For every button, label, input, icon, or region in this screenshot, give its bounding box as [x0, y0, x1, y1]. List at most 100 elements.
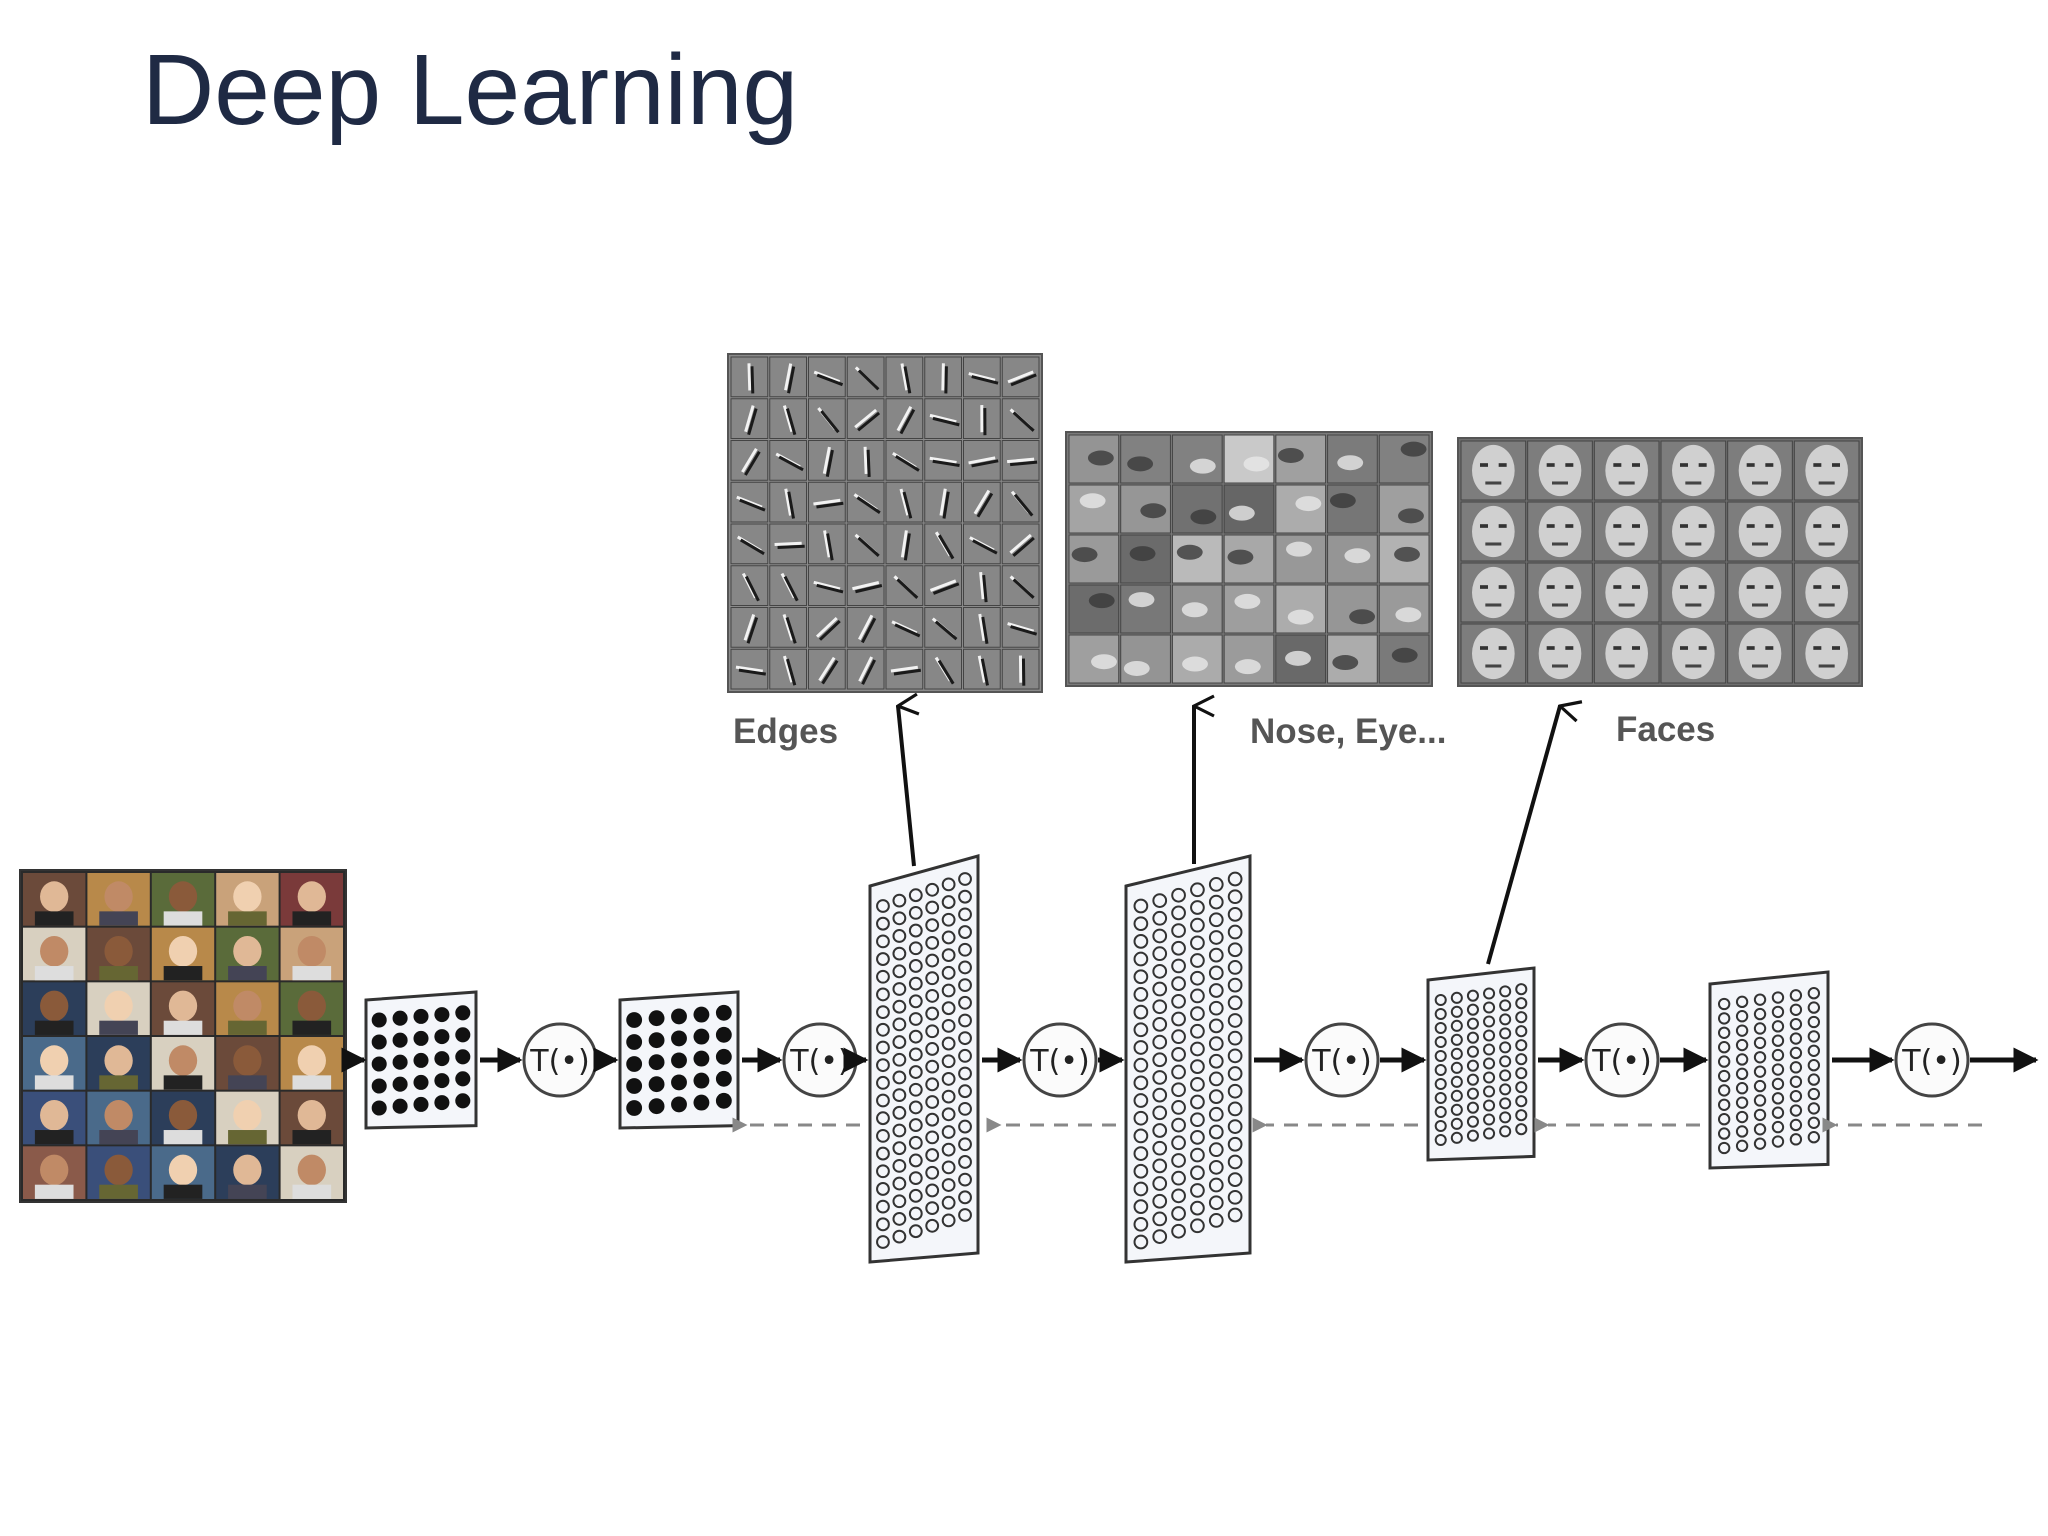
neuron [908, 1135, 923, 1150]
neuron [1190, 900, 1205, 915]
mouth [1685, 481, 1702, 485]
input-image-grid [19, 869, 347, 1203]
eye-right [1498, 585, 1507, 589]
shoulder-shape [34, 911, 74, 926]
face-shape [104, 1099, 133, 1131]
eye-right [1832, 463, 1840, 467]
neuron [413, 1052, 429, 1068]
neuron [1807, 1102, 1821, 1115]
shoulder-shape [228, 1075, 267, 1090]
operator-node: T(•) [1022, 1022, 1098, 1098]
neuron [1466, 1045, 1479, 1058]
neuron [1190, 953, 1205, 968]
neuron [1807, 1131, 1821, 1144]
neuron [876, 1128, 890, 1143]
edge-stroke-dark [746, 617, 759, 644]
neuron [908, 1224, 923, 1239]
face-shape [40, 1045, 69, 1076]
neuron [908, 905, 923, 920]
neuron [1190, 988, 1205, 1004]
edge-stroke-dark [785, 658, 797, 686]
neuron [908, 1153, 923, 1168]
edge-stroke-light [977, 655, 986, 683]
neuron [434, 1095, 450, 1111]
neuron [892, 1212, 907, 1226]
part-blob [1234, 593, 1261, 609]
neuron [925, 1201, 940, 1216]
filter-cell [1327, 584, 1378, 634]
eye-right [1765, 646, 1774, 650]
neuron [876, 1235, 890, 1249]
neuron [1789, 1104, 1803, 1117]
part-blob [1400, 441, 1427, 457]
face-template [1605, 627, 1648, 680]
neuron [1208, 1177, 1224, 1193]
neuron [1515, 997, 1528, 1010]
neuron [1133, 1181, 1149, 1197]
shoulder-shape [163, 1130, 203, 1145]
eye-left [1813, 524, 1822, 528]
neuron [1190, 1165, 1205, 1181]
edge-stroke-dark [1012, 536, 1035, 557]
eye-right [1565, 585, 1574, 589]
neuron [1807, 1015, 1821, 1029]
filter-cell [1378, 434, 1430, 484]
mouth [1685, 664, 1702, 668]
neuron [958, 1101, 972, 1116]
neuron [941, 895, 956, 909]
shoulder-shape [292, 1020, 332, 1035]
face-template [1805, 566, 1848, 619]
mouth [1485, 664, 1502, 668]
filter-cell [846, 607, 885, 648]
neuron [892, 911, 907, 926]
neuron [1434, 1105, 1447, 1119]
edge-stroke-light [890, 665, 919, 673]
shoulder-shape [99, 1130, 138, 1145]
filter-cell [769, 648, 807, 690]
mouth [1552, 481, 1568, 485]
neuron [1753, 1108, 1767, 1122]
edge-stroke-light [822, 446, 831, 474]
neuron [1499, 1013, 1512, 1026]
neuron [876, 1058, 890, 1073]
shoulder-shape [228, 1184, 267, 1199]
edge-stroke-dark [894, 623, 921, 638]
neuron [1227, 1189, 1243, 1205]
eye-left [1680, 646, 1688, 650]
neuron [1450, 1005, 1463, 1018]
neuron [671, 1096, 687, 1113]
filter-cell [1223, 634, 1275, 684]
neuron [958, 1048, 972, 1063]
neuron [941, 1089, 956, 1104]
neuron [1227, 995, 1243, 1011]
neuron [876, 1075, 890, 1090]
neuron [392, 1054, 408, 1070]
mouth [1752, 603, 1768, 607]
part-blob [1176, 544, 1203, 560]
eye-right [1832, 585, 1840, 589]
neuron [958, 1172, 972, 1187]
eye-right [1632, 585, 1640, 589]
edge-stroke-light [784, 363, 793, 391]
neuron [1227, 889, 1243, 905]
eye-right [1765, 463, 1774, 467]
neuron [958, 1119, 972, 1134]
neuron [1152, 1158, 1168, 1174]
neuron [1466, 1129, 1479, 1142]
edge-stroke-dark [857, 369, 880, 391]
edge-stroke-light [1006, 457, 1035, 464]
neuron [1190, 1218, 1205, 1234]
eye-left [1746, 585, 1755, 589]
edge-stroke-dark [821, 659, 839, 685]
neuron [1499, 999, 1512, 1012]
edge-stroke-dark [896, 578, 919, 599]
face-template [1472, 444, 1515, 497]
part-blob [1127, 456, 1154, 472]
neuron [693, 1050, 710, 1067]
neuron [958, 1066, 972, 1081]
face-template [1538, 444, 1582, 497]
neuron [908, 976, 923, 991]
shoulder-shape [34, 1020, 74, 1035]
neuron [1190, 1059, 1205, 1075]
neuron [876, 952, 890, 966]
